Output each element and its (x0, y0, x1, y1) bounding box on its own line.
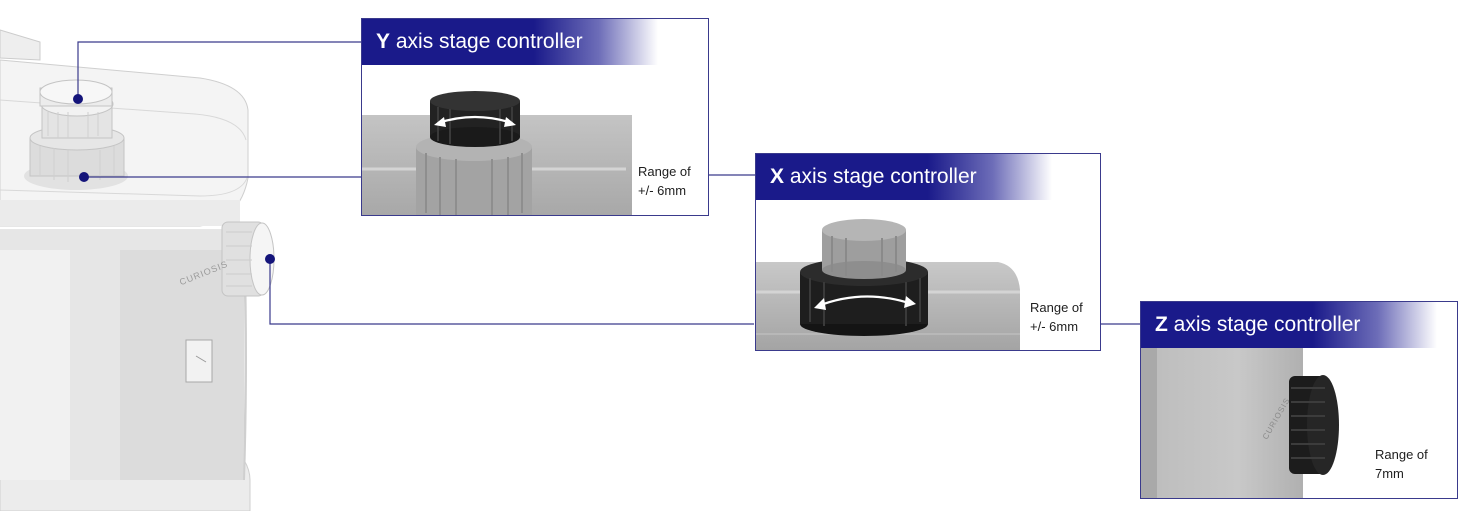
z-axis-title: Z axis stage controller (1141, 302, 1437, 348)
x-axis-range: Range of +/- 6mm (1030, 298, 1083, 336)
y-axis-callout: Y axis stage controller Range of +/- 6mm (361, 18, 709, 216)
x-knob-photo (756, 219, 1020, 350)
y-axis-range: Range of +/- 6mm (638, 162, 691, 200)
x-axis-letter: X (770, 165, 785, 188)
z-axis-letter: Z (1155, 313, 1168, 336)
y-axis-title: Y axis stage controller (362, 19, 658, 65)
leader-line-z (269, 259, 754, 325)
x-range-line1: Range of (1030, 300, 1083, 315)
z-knob-photo (1141, 348, 1339, 498)
x-range-line2: +/- 6mm (1030, 319, 1079, 334)
z-range-line2: 7mm (1375, 466, 1404, 481)
y-axis-title-text: axis stage controller (395, 30, 583, 53)
leader-line-y (77, 41, 362, 99)
y-range-line1: Range of (638, 164, 691, 179)
x-axis-callout: X axis stage controller Range of +/- 6mm (755, 153, 1101, 351)
marker-dot-icon (73, 94, 83, 104)
device-illustration (0, 29, 275, 511)
z-range-line1: Range of (1375, 447, 1428, 462)
y-range-line2: +/- 6mm (638, 183, 687, 198)
z-axis-title-text: axis stage controller (1173, 313, 1361, 336)
y-knob-photo (362, 91, 632, 215)
z-axis-range: Range of 7mm (1375, 445, 1428, 483)
marker-dot-icon (79, 172, 89, 182)
y-axis-letter: Y (376, 30, 391, 53)
rotate-double-arrow-icon (817, 295, 913, 308)
z-axis-callout: CURIOSIS Z axis stage controller Range o… (1140, 301, 1458, 499)
x-axis-title-text: axis stage controller (789, 165, 977, 188)
x-axis-title: X axis stage controller (756, 154, 1052, 200)
marker-dot-icon (265, 254, 275, 264)
rotate-double-arrow-icon (437, 115, 513, 125)
